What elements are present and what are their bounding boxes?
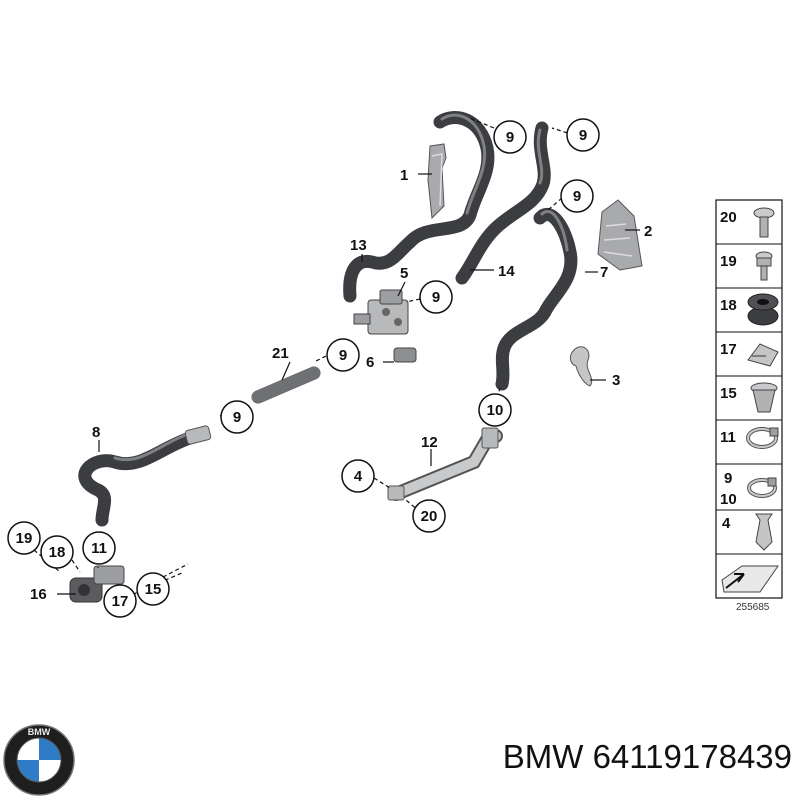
- callout-4: 4: [341, 459, 375, 493]
- label-part-13: 13: [350, 237, 367, 254]
- callout-18: 18: [40, 535, 74, 569]
- bracket-1: [427, 143, 447, 220]
- legend-row-4: 4: [722, 513, 773, 551]
- legend-table: 20 19 18 17: [715, 199, 783, 599]
- svg-text:9: 9: [579, 127, 587, 144]
- svg-text:4: 4: [354, 468, 363, 485]
- svg-text:19: 19: [16, 530, 33, 547]
- hose-7: [495, 208, 578, 391]
- svg-text:17: 17: [112, 593, 129, 610]
- callout-17: 17: [103, 584, 137, 618]
- legend-row-17: 17: [720, 341, 779, 367]
- plug-6: [393, 347, 417, 363]
- callout-9-a: 9: [493, 120, 527, 154]
- arrow-sheet-icon: [721, 565, 779, 593]
- callout-9-f: 9: [220, 400, 254, 434]
- svg-text:15: 15: [145, 581, 162, 598]
- callouts: 9 9 9 9 9 9 10 4: [7, 118, 600, 618]
- svg-text:9: 9: [233, 409, 241, 426]
- diagram-ref-number: 255685: [736, 602, 770, 613]
- label-part-16: 16: [30, 586, 47, 603]
- svg-text:9: 9: [573, 188, 581, 205]
- bracket-2: [597, 199, 643, 271]
- legend-row-20: 20: [720, 207, 775, 238]
- hose-clamp-icon: [746, 427, 779, 449]
- legend-row-11: 11: [720, 427, 779, 449]
- hose-13: [343, 111, 495, 303]
- svg-text:11: 11: [91, 540, 107, 557]
- callout-9-b: 9: [566, 118, 600, 152]
- svg-text:18: 18: [49, 544, 66, 561]
- legend-row-15: 15: [720, 382, 778, 413]
- svg-text:4: 4: [722, 515, 731, 532]
- label-part-21: 21: [272, 345, 289, 362]
- svg-text:BMW: BMW: [28, 727, 51, 737]
- spring-clip-icon: [747, 343, 779, 367]
- svg-text:9: 9: [339, 347, 347, 364]
- label-part-14: 14: [498, 263, 515, 280]
- svg-text:19: 19: [720, 253, 737, 270]
- legend-row-19: 19: [720, 251, 773, 281]
- hose-14: [455, 121, 551, 285]
- legend-row-9-10: 9 10: [720, 470, 777, 508]
- valve-5: [353, 289, 409, 335]
- hose-8: [78, 431, 197, 527]
- callout-19: 19: [7, 521, 41, 555]
- label-part-12: 12: [421, 434, 438, 451]
- svg-text:11: 11: [720, 429, 736, 446]
- svg-text:10: 10: [487, 402, 504, 419]
- hose-8-connector: [184, 425, 212, 445]
- callout-9-c: 9: [560, 179, 594, 213]
- svg-text:20: 20: [421, 508, 438, 525]
- svg-text:9: 9: [432, 289, 440, 306]
- hose-8-highlight: [113, 432, 190, 462]
- label-part-7: 7: [600, 264, 608, 281]
- hose-14-highlight: [536, 128, 544, 185]
- pump-16: [69, 565, 125, 603]
- callout-20: 20: [412, 499, 446, 533]
- plain-labels: 1 13 5 6 21 8 16 2 14 7 3 12: [30, 167, 652, 603]
- label-part-2: 2: [644, 223, 652, 240]
- callout-9-d: 9: [419, 280, 453, 314]
- hose-group: [78, 111, 578, 527]
- svg-text:9: 9: [506, 129, 514, 146]
- torx-bolt-icon: [753, 207, 775, 238]
- svg-text:20: 20: [720, 209, 737, 226]
- part-number-title: BMW 64119178439: [502, 738, 792, 775]
- svg-text:15: 15: [720, 385, 737, 402]
- bmw-roundel-logo: BMW: [3, 724, 75, 796]
- stud-bolt-icon: [755, 251, 773, 281]
- rubber-grommet-icon: [747, 293, 779, 326]
- svg-text:17: 17: [720, 341, 737, 358]
- svg-text:10: 10: [720, 491, 737, 508]
- hose-21-ribs: [251, 366, 321, 404]
- clip-3: [569, 346, 593, 387]
- callout-10: 10: [478, 393, 512, 427]
- legend-row-18: 18: [720, 293, 779, 326]
- callout-11: 11: [82, 531, 116, 565]
- hose-13-highlight: [440, 113, 487, 215]
- label-part-5: 5: [400, 265, 408, 282]
- svg-text:18: 18: [720, 297, 737, 314]
- label-part-1: 1: [400, 167, 408, 184]
- svg-text:9: 9: [724, 470, 732, 487]
- expanding-nut-icon: [750, 382, 778, 413]
- callout-9-e: 9: [326, 338, 360, 372]
- hose-clamp-icon: [747, 477, 777, 498]
- label-part-8: 8: [92, 424, 100, 441]
- label-part-6: 6: [366, 354, 374, 371]
- label-part-3: 3: [612, 372, 620, 389]
- expanding-rivet-icon: [755, 513, 773, 551]
- hose-7-highlight: [540, 210, 569, 252]
- pipe-12: [387, 427, 503, 501]
- callout-15: 15: [136, 572, 170, 606]
